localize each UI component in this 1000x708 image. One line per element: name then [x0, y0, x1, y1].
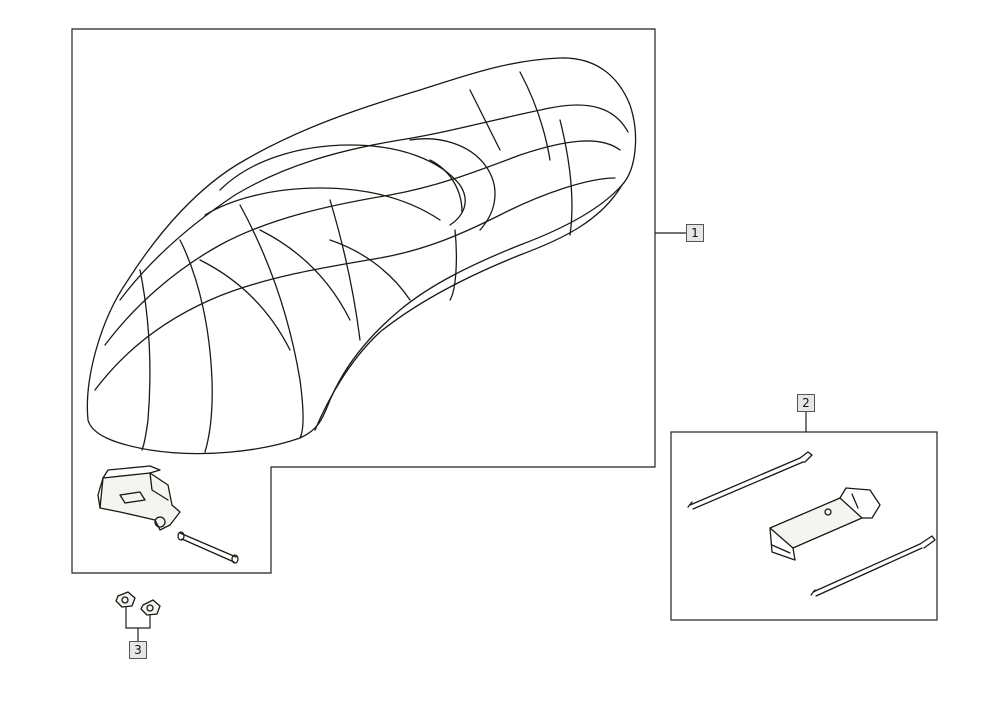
seat-illustration: [86, 57, 637, 455]
hinge-pin: [177, 531, 239, 564]
callout-2: 2: [797, 394, 815, 412]
screwdriver-upper: [687, 451, 813, 510]
screwdriver-lower: [810, 535, 936, 597]
socket-wrench: [769, 487, 881, 561]
nut-right: [140, 599, 161, 616]
seat-group-frame: [71, 28, 656, 574]
seat-hinge-bracket: [97, 465, 181, 531]
callout-3: 3: [129, 641, 147, 659]
callout-1: 1: [686, 224, 704, 242]
callout-3-leader: [125, 607, 151, 641]
nuts-group: [115, 591, 161, 616]
tool-kit-frame: [670, 431, 938, 621]
nut-left: [115, 591, 136, 608]
